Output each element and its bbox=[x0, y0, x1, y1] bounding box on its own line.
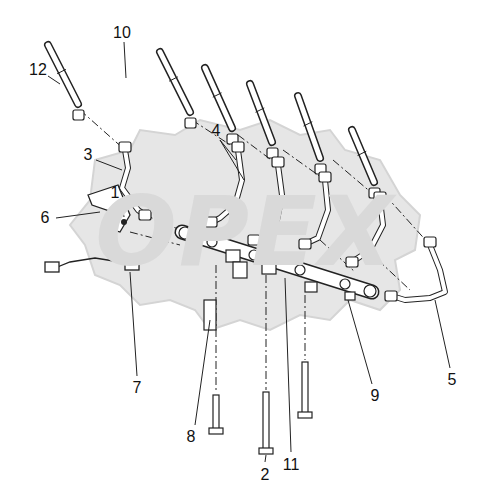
injector-ring bbox=[213, 93, 221, 97]
injector-body bbox=[205, 68, 232, 128]
injector-ring bbox=[256, 108, 264, 112]
callout-number: 11 bbox=[283, 457, 300, 473]
callout-number: 10 bbox=[113, 25, 131, 41]
injector-body bbox=[48, 45, 78, 104]
injector-ring bbox=[358, 151, 366, 155]
callout-number: 7 bbox=[133, 380, 142, 396]
injector-body bbox=[298, 96, 320, 158]
injector-body bbox=[160, 52, 190, 112]
injector-body bbox=[48, 45, 78, 104]
bolts bbox=[204, 300, 312, 454]
injector-nut bbox=[185, 118, 196, 128]
injector-ring bbox=[58, 70, 66, 74]
injectors bbox=[48, 45, 380, 198]
callout-number: 4 bbox=[212, 123, 221, 139]
callout-number: 5 bbox=[448, 372, 457, 388]
callout-number: 3 bbox=[84, 147, 93, 163]
injector-body bbox=[298, 96, 320, 158]
injector-ring bbox=[304, 122, 312, 126]
leader-lines bbox=[48, 42, 450, 462]
callout-number: 6 bbox=[41, 210, 50, 226]
injector-body bbox=[352, 130, 374, 182]
injector-body bbox=[250, 84, 272, 142]
center-lines bbox=[80, 110, 430, 390]
engine-silhouette bbox=[70, 120, 420, 330]
injector-ring bbox=[170, 77, 178, 81]
injector-body bbox=[352, 130, 374, 182]
watermark: OPEX bbox=[95, 184, 395, 280]
callout-number: 12 bbox=[29, 62, 47, 78]
injector-nut bbox=[73, 110, 84, 120]
callout-number: 8 bbox=[187, 429, 196, 445]
callout-number: 9 bbox=[371, 388, 380, 404]
injector-body bbox=[205, 68, 232, 128]
injector-body bbox=[160, 52, 190, 112]
callout-number: 2 bbox=[261, 467, 270, 483]
injector-body bbox=[250, 84, 272, 142]
